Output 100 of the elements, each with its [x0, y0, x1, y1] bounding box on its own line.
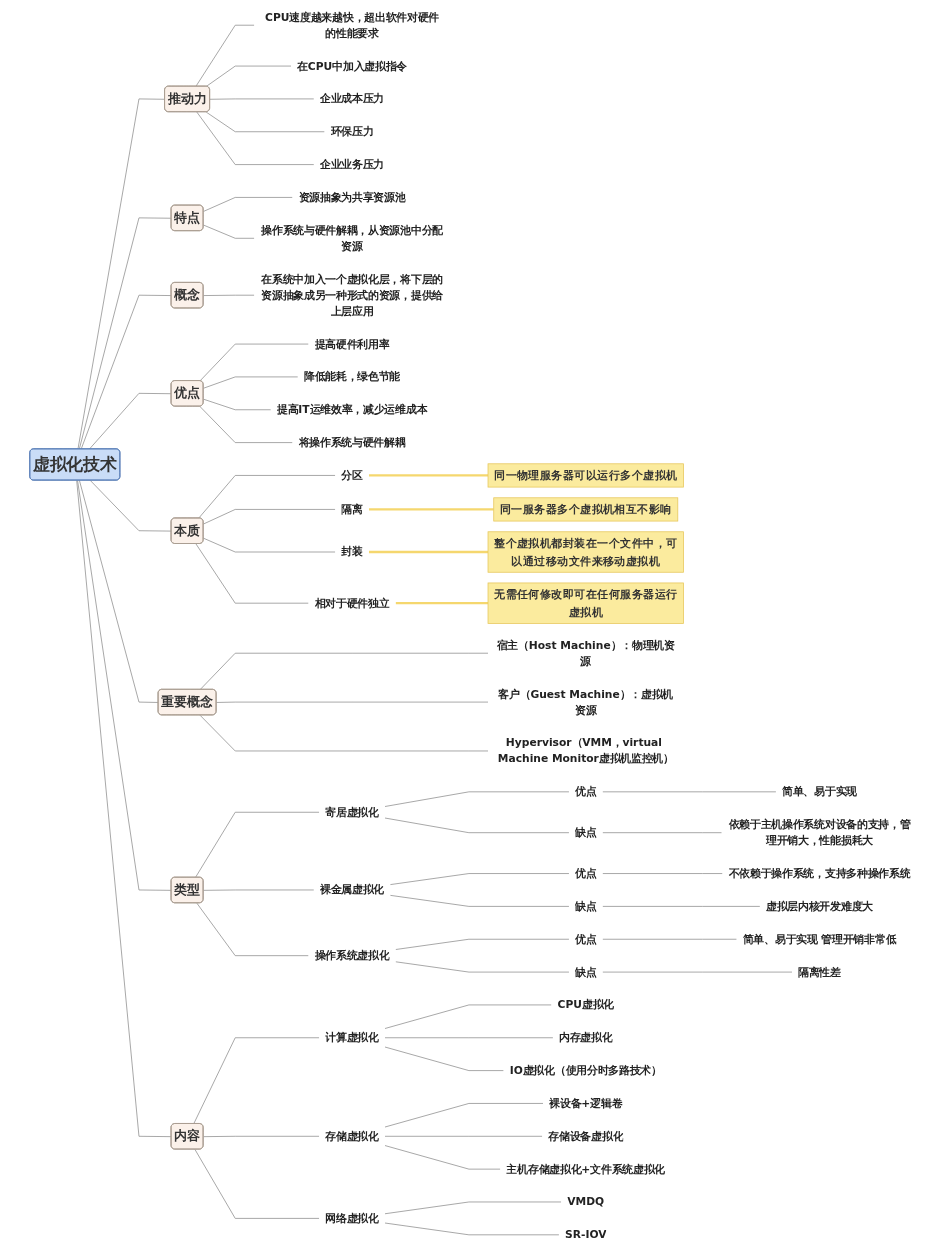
- node-text: IO虚拟化（使用分时多路技术）: [509, 1064, 662, 1077]
- connector: [389, 894, 570, 907]
- node-text: 简单、易于实现: [782, 785, 857, 798]
- node-box: 同一服务器多个虚拟机相互不影响: [493, 497, 679, 522]
- connector: [368, 508, 494, 511]
- node-text: Hypervisor（VMM，virtual Machine Monitor虚拟机监控机）: [497, 736, 674, 765]
- connector: [216, 701, 489, 703]
- node-text: 计算虚拟化: [325, 1031, 379, 1044]
- node-text: 客户（Guest Machine）：虚拟机资源: [498, 687, 674, 716]
- connector: [195, 543, 309, 604]
- node-text: 优点: [575, 867, 597, 880]
- connector: [384, 1201, 562, 1215]
- connector: [602, 906, 761, 907]
- connector: [602, 971, 793, 973]
- connector: [384, 791, 570, 807]
- connector: [203, 197, 293, 212]
- connector: [395, 602, 488, 605]
- node-text: 隔离: [341, 502, 363, 516]
- connector: [198, 475, 336, 519]
- connector: [199, 406, 293, 443]
- connector: [384, 817, 570, 834]
- connector: [384, 1004, 552, 1029]
- connector: [203, 398, 272, 411]
- node-text: 企业成本压力: [319, 92, 385, 105]
- node-text: 缺点: [575, 899, 597, 913]
- connector: [196, 111, 315, 165]
- connector: [389, 873, 570, 885]
- node-box: 同一物理服务器可以运行多个虚拟机: [487, 463, 684, 488]
- node-box: 整个虚拟机都封装在一个文件中，可以通过移动文件来移动虚拟机: [487, 531, 684, 573]
- connector: [203, 376, 299, 389]
- connector: [77, 98, 166, 450]
- connector: [205, 111, 325, 133]
- connector: [195, 24, 255, 87]
- connector: [384, 1145, 501, 1170]
- node-text: 简单、易于实现 管理开销非常低: [742, 932, 897, 945]
- connector: [384, 1046, 504, 1071]
- node-text: 封装: [341, 545, 363, 558]
- connector: [203, 889, 315, 891]
- connector: [205, 65, 292, 87]
- connector: [196, 902, 309, 957]
- connector: [88, 392, 172, 450]
- connector: [602, 832, 723, 834]
- node-text: 操作系统与硬件解耦，从资源池中分配资源: [261, 223, 443, 253]
- node-text: SR-IOV: [565, 1228, 607, 1241]
- node-text: 寄居虚拟化: [325, 805, 379, 818]
- connector: [193, 1037, 320, 1125]
- node-text: 依赖于主机操作系统对设备的支持，管理开销大，性能损耗大: [728, 818, 911, 847]
- connector: [209, 98, 315, 100]
- node-text: 企业业务压力: [319, 158, 385, 171]
- node-text: VMDQ: [567, 1195, 605, 1208]
- node-text: 缺点: [575, 826, 597, 839]
- node-text: 提高硬件利用率: [314, 337, 390, 350]
- connector: [395, 961, 570, 973]
- connector: [80, 294, 172, 450]
- connector: [384, 1222, 560, 1236]
- node-text: 分区: [341, 468, 363, 482]
- node-text: 虚拟层内核开发难度大: [766, 899, 873, 913]
- connector: [199, 652, 489, 691]
- node-text: CPU虚拟化: [557, 998, 614, 1011]
- node-text: 降低能耗，绿色节能: [303, 370, 401, 383]
- node-text: 网络虚拟化: [325, 1211, 379, 1225]
- connector: [199, 343, 309, 382]
- connector: [395, 938, 570, 950]
- node-text: 内存虚拟化: [559, 1031, 613, 1044]
- node-text: 宿主（Host Machine）：物理机资源: [496, 638, 675, 667]
- connector: [203, 224, 255, 239]
- node-text: 环保压力: [330, 125, 374, 138]
- connector: [602, 791, 777, 793]
- node-text: 隔离性差: [798, 965, 841, 978]
- connector: [194, 1149, 320, 1219]
- connector: [78, 217, 172, 450]
- node-text: 在系统中加入一个虚拟化层，将下层的资源抽象成另一种形式的资源，提供给上层应用: [261, 272, 443, 317]
- connector: [384, 1135, 543, 1137]
- node-text: 主机存储虚拟化+文件系统虚拟化: [506, 1162, 666, 1175]
- connector: [384, 1103, 544, 1128]
- node-box: 无需任何修改即可在任何服务器运行虚拟机: [487, 582, 684, 624]
- connector: [602, 873, 723, 874]
- connector: [203, 294, 255, 296]
- node-text: 缺点: [575, 965, 597, 978]
- node-text: 优点: [575, 932, 597, 945]
- connector: [384, 1037, 554, 1039]
- connector: [90, 480, 172, 532]
- connector: [77, 480, 172, 891]
- node-text: 裸金属虚拟化: [319, 883, 385, 896]
- node-text: 存储虚拟化: [325, 1129, 379, 1143]
- connector: [602, 938, 738, 940]
- node-text: 不依赖于操作系统，支持多种操作系统: [728, 867, 911, 880]
- node-text: 优点: [575, 785, 597, 798]
- node-text: 在CPU中加入虚拟指令: [297, 59, 408, 72]
- node-text: 裸设备+逻辑卷: [549, 1096, 623, 1110]
- connector: [195, 811, 320, 878]
- connector: [203, 509, 336, 525]
- connector: [76, 480, 172, 1138]
- connector: [199, 714, 489, 752]
- node-text: 提高IT运维效率，减少运维成本: [276, 403, 428, 416]
- connector: [203, 1135, 320, 1138]
- node-text: 操作系统虚拟化: [314, 949, 390, 962]
- connector: [203, 537, 336, 553]
- node-text: CPU速度越来越快，超出软件对硬件的性能要求: [265, 10, 440, 39]
- node-text: 将操作系统与硬件解耦: [298, 436, 406, 449]
